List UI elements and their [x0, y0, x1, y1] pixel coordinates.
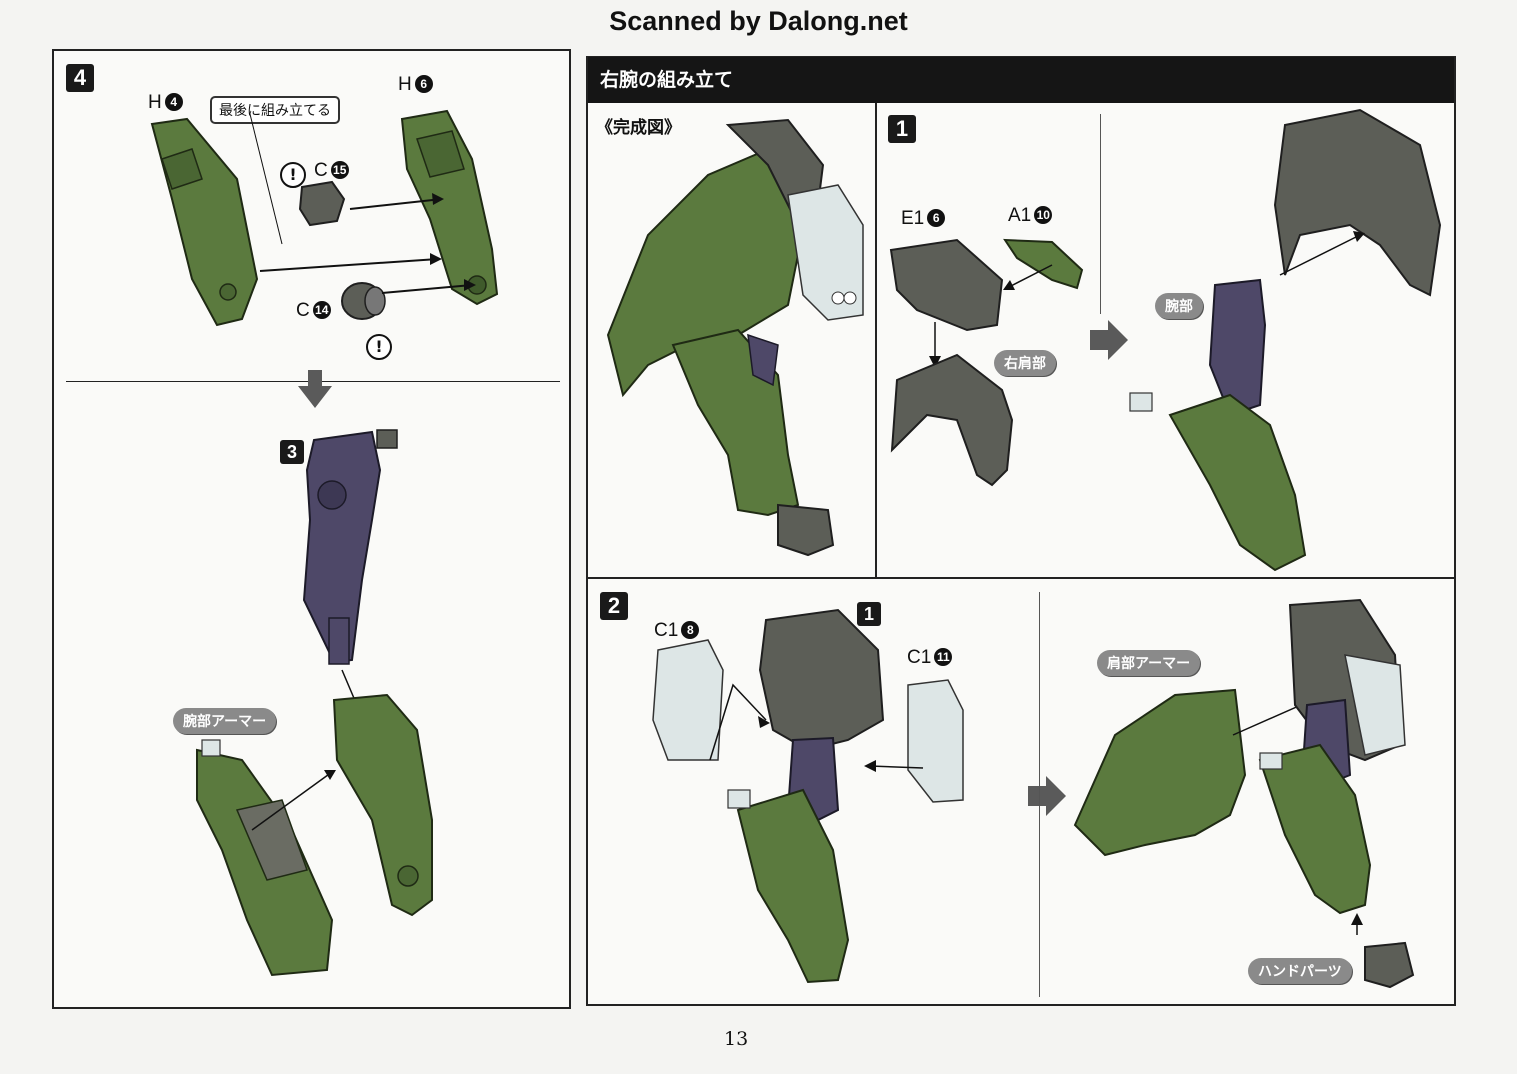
part-a1-10: [1003, 238, 1084, 290]
scan-watermark-header: Scanned by Dalong.net: [609, 6, 908, 36]
step-4-top-illustration: [150, 109, 499, 327]
forearm-armor-step1: [1168, 393, 1307, 572]
shoulder-assembly-part: [1273, 108, 1442, 297]
completed-view-divider: [875, 103, 877, 578]
arm-frame-step1: [1208, 278, 1267, 417]
down-arrow-icon: [298, 370, 332, 408]
step-1-reference-badge: 1: [857, 602, 881, 626]
page-number: 13: [724, 1028, 749, 1050]
completed-forearm-armor: [671, 328, 800, 517]
step-1-inner-divider: [1100, 114, 1101, 314]
arm-label: 腕部: [1155, 293, 1203, 319]
step-1-badge: 1: [888, 115, 916, 143]
forearm-armor-step2: [736, 788, 850, 984]
part-number-e1-6: 6: [927, 209, 946, 227]
step-2-right-illustration: [1073, 598, 1415, 989]
part-e1-6: [889, 238, 1004, 332]
step-2-inner-divider: [1039, 592, 1040, 997]
completed-shoulder-armor: [606, 143, 810, 398]
step-2-left-illustration: [652, 608, 964, 984]
part-number-a1-10: 10: [1034, 206, 1053, 224]
shoulder-armor-part: [1073, 688, 1247, 857]
step-row-divider: [588, 577, 1454, 579]
clear-part-c1-8: [652, 639, 724, 761]
right-shoulder-label: 右肩部: [994, 350, 1056, 376]
joint-part-c15: [298, 180, 346, 227]
completed-view-label: 《完成図》: [596, 118, 681, 138]
step-1-right-illustration: [1129, 108, 1442, 572]
right-shoulder-assembly: [890, 353, 1014, 487]
step-4-bottom-illustration: [196, 429, 433, 977]
shoulder-assembly-step2: [758, 608, 885, 752]
step-2-badge: 2: [600, 592, 628, 620]
clear-part-c1-11: [907, 679, 964, 803]
forearm-armor-final: [1258, 743, 1372, 915]
part-number-h6: 6: [414, 75, 433, 93]
completed-hand-part: [777, 503, 835, 557]
arm-armor-right: [332, 693, 433, 917]
part-number-c14: 14: [312, 301, 331, 319]
armor-part-h4: [150, 117, 259, 327]
arm-armor-label: 腕部アーマー: [173, 708, 277, 734]
completed-clear-part: [787, 184, 864, 321]
assemble-last-note: 最後に組み立てる: [210, 96, 340, 124]
hand-part: [1364, 941, 1415, 989]
part-number-c1-11: 11: [934, 648, 953, 666]
step-1-left-illustration: [889, 238, 1084, 487]
part-number-h4: 4: [164, 93, 183, 111]
shoulder-armor-label: 肩部アーマー: [1097, 650, 1201, 676]
step-2-right-arrow-icon: [1028, 776, 1066, 816]
part-number-c15: 15: [330, 161, 349, 179]
hand-parts-label: ハンドパーツ: [1248, 958, 1352, 984]
completed-arm-illustration: [606, 118, 864, 557]
sub-step-3-badge: 3: [280, 440, 304, 464]
step-4-badge: 4: [66, 64, 94, 92]
right-arm-title-bar: 右腕の組み立て: [588, 57, 1454, 103]
warning-icon-c15: !: [280, 162, 306, 188]
warning-icon-c14: !: [366, 334, 392, 360]
part-number-c1-8: 8: [681, 621, 700, 639]
step-1-right-arrow-icon: [1090, 320, 1128, 360]
